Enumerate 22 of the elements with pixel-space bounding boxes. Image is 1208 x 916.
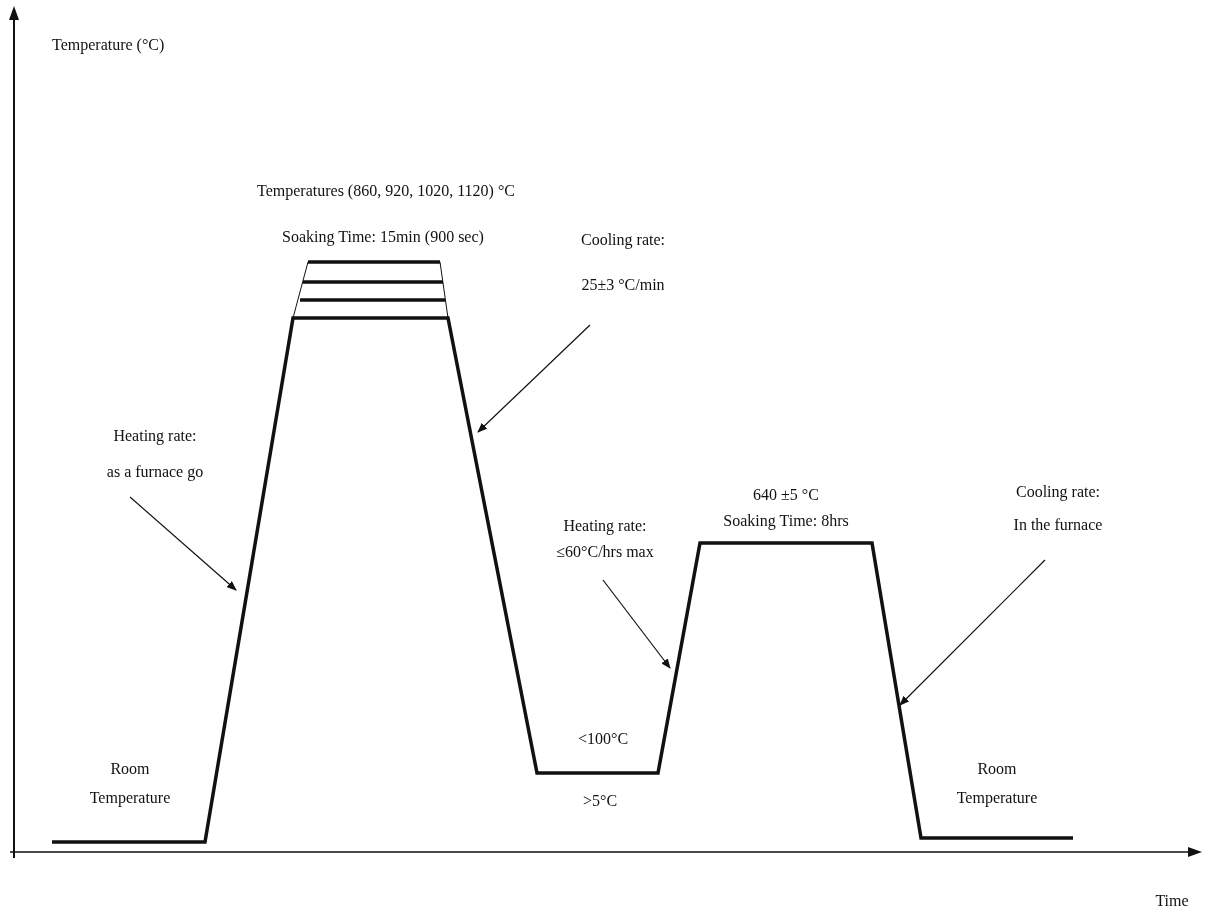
annotation-label: >5°C: [582, 791, 618, 811]
annotation-text: 25±3 °C/min: [581, 275, 665, 295]
annotation-label: 640 ±5 °C: [753, 485, 819, 505]
annotation-text: Heating rate:: [113, 426, 197, 446]
leader-arrow: [129, 496, 237, 591]
annotation-label: Soaking Time: 8hrs: [723, 511, 849, 532]
annotation-text: Heating rate:: [563, 516, 647, 536]
annotation-text: In the furnace: [1013, 515, 1103, 535]
annotation-label: Soaking Time: 15min (900 sec): [282, 227, 484, 248]
leader-arrow: [899, 559, 1046, 706]
annotation-text: Cooling rate:: [1016, 482, 1100, 502]
leader-arrow: [602, 579, 671, 669]
annotation-label: Room Temperature: [88, 759, 172, 809]
annotation-label: <100°C: [577, 729, 629, 749]
leader-arrow: [477, 324, 591, 433]
annotation-text: Cooling rate:: [581, 230, 665, 250]
annotation-label: Room Temperature: [955, 759, 1039, 809]
annotation-text: ≤60°C/hrs max: [556, 542, 654, 562]
annotation-label: Temperatures (860, 920, 1020, 1120) °C: [257, 181, 515, 202]
axis-label: Time: [1155, 891, 1189, 911]
axis-label: Temperature (°C): [52, 35, 165, 56]
annotation-text: as a furnace go: [106, 462, 204, 482]
